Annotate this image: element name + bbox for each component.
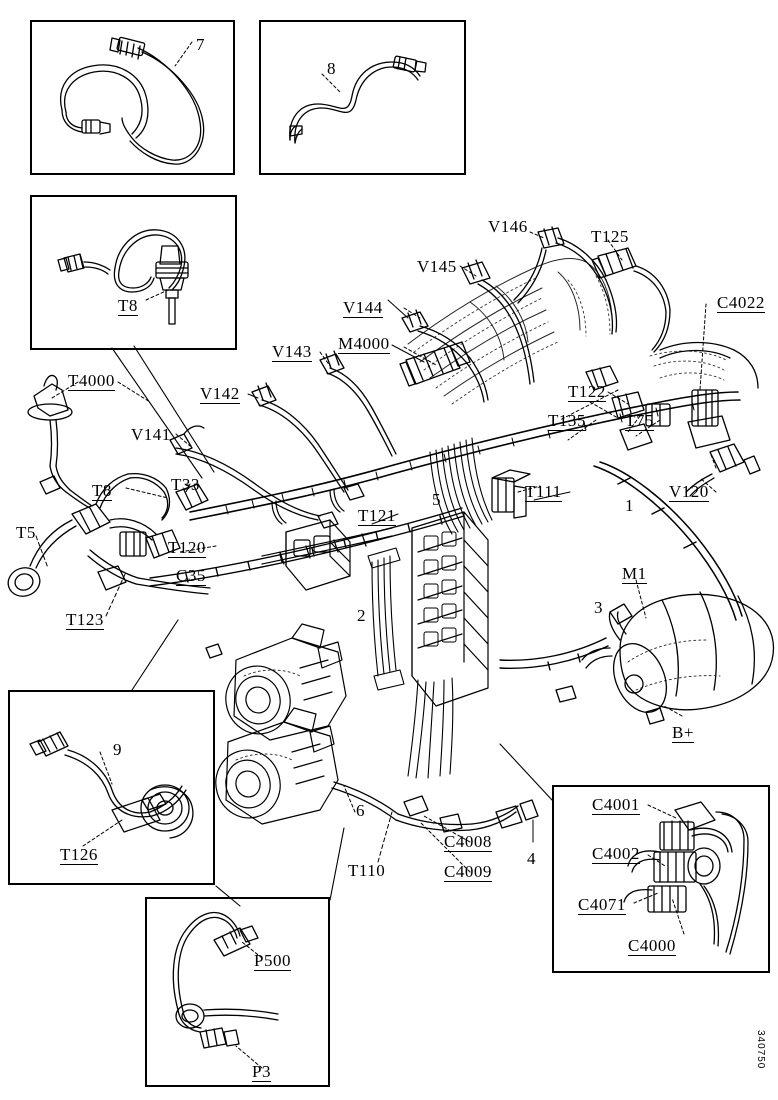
part-label-t123: T123 bbox=[66, 610, 104, 630]
part-label-t75: T75 bbox=[625, 411, 654, 431]
part-label-v142: V142 bbox=[200, 384, 240, 404]
callout-number-4: 4 bbox=[527, 849, 536, 868]
callout-number-5: 5 bbox=[432, 490, 441, 509]
part-label-t125: T125 bbox=[591, 227, 629, 246]
part-label-t120: T120 bbox=[168, 538, 206, 558]
part-label-c4022: C4022 bbox=[717, 293, 765, 313]
callout-number-6: 6 bbox=[356, 801, 365, 820]
inset-plugs-p500-p3 bbox=[145, 897, 330, 1087]
part-label-t126: T126 bbox=[60, 845, 98, 865]
part-label-t8: T8 bbox=[118, 296, 138, 316]
part-label-c35: C35 bbox=[176, 566, 206, 586]
part-label-t110: T110 bbox=[348, 861, 386, 880]
callout-number-2: 2 bbox=[357, 606, 366, 625]
part-label-t33: T33 bbox=[171, 475, 200, 494]
part-label-m4000: M4000 bbox=[338, 334, 390, 354]
part-label-v145: V145 bbox=[417, 257, 457, 276]
part-label-c4009: C4009 bbox=[444, 862, 492, 882]
part-label-t4000: T4000 bbox=[68, 371, 115, 391]
part-label-c4002: C4002 bbox=[592, 844, 640, 864]
callout-number-3: 3 bbox=[594, 598, 603, 617]
callout-number-1: 1 bbox=[625, 496, 634, 515]
sheet-watermark: 340750 bbox=[755, 1030, 766, 1070]
part-label-t122: T122 bbox=[568, 382, 606, 402]
part-label-v143: V143 bbox=[272, 342, 312, 362]
inset-connectors-c4000-group bbox=[552, 785, 770, 973]
inset-part-7 bbox=[30, 20, 235, 175]
part-label-c4071: C4071 bbox=[578, 895, 626, 915]
inset-part-8 bbox=[259, 20, 466, 175]
part-label-t121: T121 bbox=[358, 506, 396, 526]
part-label-b+: B+ bbox=[672, 723, 694, 743]
part-label-v120: V120 bbox=[669, 482, 709, 502]
part-label-v144: V144 bbox=[343, 298, 383, 318]
inset-sensor-t8 bbox=[30, 195, 237, 350]
part-label-t135: T135 bbox=[548, 411, 586, 431]
part-label-v146: V146 bbox=[488, 217, 528, 236]
part-label-c4001: C4001 bbox=[592, 795, 640, 815]
part-label-t5: T5 bbox=[16, 523, 36, 542]
part-label-c4008: C4008 bbox=[444, 832, 492, 852]
part-label-m1: M1 bbox=[622, 564, 647, 584]
part-label-p3: P3 bbox=[252, 1062, 271, 1082]
part-label-p500: P500 bbox=[254, 951, 291, 971]
part-label-v141: V141 bbox=[131, 425, 171, 444]
part-label-t8: T8 bbox=[92, 481, 112, 501]
callout-number-9: 9 bbox=[113, 740, 122, 759]
part-label-7: 7 bbox=[196, 35, 205, 54]
part-label-8: 8 bbox=[327, 59, 336, 78]
part-label-t111: T111 bbox=[525, 482, 562, 502]
part-label-c4000: C4000 bbox=[628, 936, 676, 956]
inset-sensor-t126 bbox=[8, 690, 215, 885]
